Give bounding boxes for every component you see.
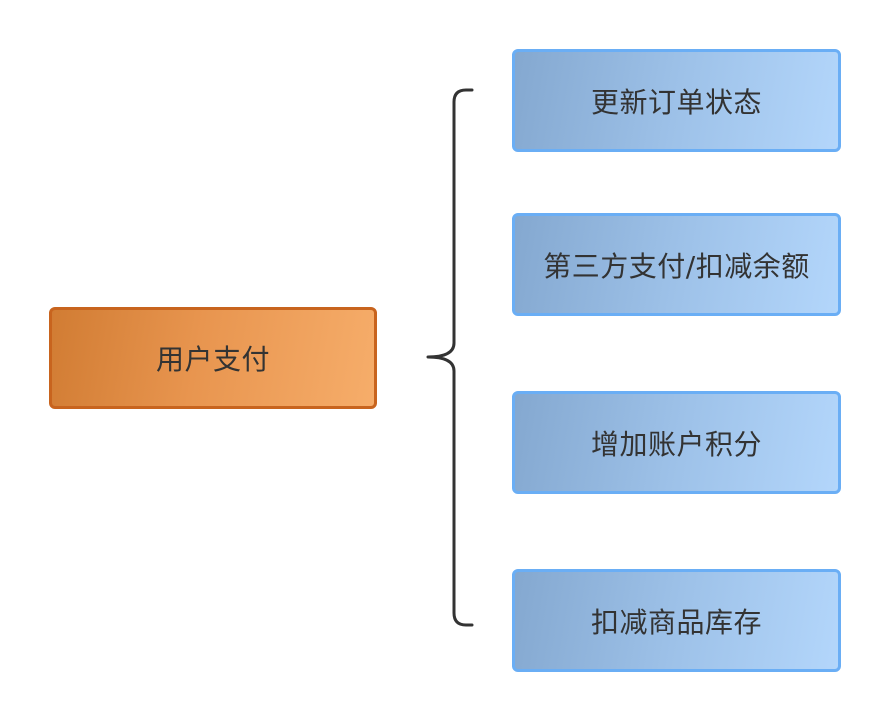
source-node-label: 用户支付 xyxy=(155,343,270,376)
target-node-deduct-inventory: 扣减商品库存 xyxy=(512,569,841,672)
target-node-label: 增加账户积分 xyxy=(590,427,762,461)
curly-brace-path xyxy=(426,88,474,627)
target-node-add-account-points: 增加账户积分 xyxy=(512,391,841,494)
target-node-label: 扣减商品库存 xyxy=(590,605,762,639)
source-node-user-payment: 用户支付 xyxy=(49,307,377,409)
target-node-label: 第三方支付/扣减余额 xyxy=(543,249,810,283)
target-node-update-order-status: 更新订单状态 xyxy=(512,49,841,152)
target-node-label: 更新订单状态 xyxy=(590,85,762,119)
target-node-third-party-payment: 第三方支付/扣减余额 xyxy=(512,213,841,316)
